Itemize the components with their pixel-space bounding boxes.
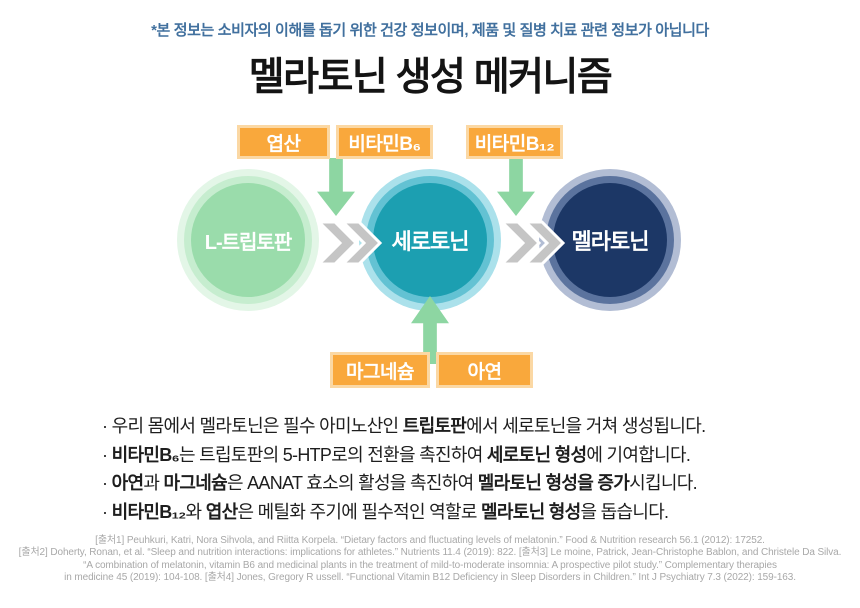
node-melatonin: 멜라토닌 xyxy=(553,183,667,297)
plain-text: 은 AANAT 효소의 활성을 촉진하여 xyxy=(226,473,478,493)
description-list: · 우리 몸에서 멜라토닌은 필수 아미노산인 트립토판에서 세로토닌을 거쳐 … xyxy=(102,412,802,526)
citation-line: in medicine 45 (2019): 104-108. [출처4] Jo… xyxy=(64,571,796,583)
citation-line: [출처1] Peuhkuri, Katri, Nora Sihvola, and… xyxy=(95,535,765,546)
bullet-line: · 비타민B₁₂와 엽산은 메틸화 주기에 필수적인 역할로 멜라토닌 형성을 … xyxy=(102,498,802,527)
plain-text: 과 xyxy=(143,473,164,493)
plain-text: 을 돕습니다. xyxy=(580,501,669,522)
nutrient-box-vitamin-b6: 비타민B₆ xyxy=(336,125,433,159)
disclaimer-text: *본 정보는 소비자의 이해를 돕기 위한 건강 정보이며, 제품 및 질병 치… xyxy=(151,22,709,39)
citation-line: [출처2] Doherty, Ronan, et al. “Sleep and … xyxy=(18,547,842,559)
citation-line: “A combination of melatonin, vitamin B6 … xyxy=(83,559,777,571)
citations: [출처1] Peuhkuri, Katri, Nora Sihvola, and… xyxy=(0,535,860,584)
emphasized-text: 아연 xyxy=(111,473,144,493)
emphasized-text: 마그네슘 xyxy=(163,473,228,493)
nutrient-box-zinc: 아연 xyxy=(436,352,533,388)
node-label: 세로토닌 xyxy=(391,229,470,254)
node-label: L-트립토판 xyxy=(204,231,292,254)
bullet-line: · 우리 몸에서 멜라토닌은 필수 아미노산인 트립토판에서 세로토닌을 거쳐 … xyxy=(102,412,802,441)
bullet-line: · 비타민B₆는 트립토판의 5-HTP로의 전환을 촉진하여 세로토닌 형성에… xyxy=(102,441,802,470)
double-chevron-icon xyxy=(499,220,566,266)
plain-text: 시킵니다. xyxy=(629,473,697,493)
arrow-down-icon xyxy=(497,158,535,216)
emphasized-text: 엽산 xyxy=(205,501,238,522)
emphasized-text: 세로토닌 형성 xyxy=(486,444,587,465)
plain-text: 와 xyxy=(185,501,206,522)
bullet-line: · 아연과 마그네슘은 AANAT 효소의 활성을 촉진하여 멜라토닌 형성을 … xyxy=(102,469,802,498)
emphasized-text: 멜라토닌 형성 xyxy=(480,501,581,522)
page-title: 멜라토닌 생성 메커니즘 xyxy=(248,56,613,99)
plain-text: 에서 세로토닌을 거쳐 생성됩니다. xyxy=(466,416,706,436)
node-l-tryptophan: L-트립토판 xyxy=(191,183,305,297)
nutrient-box-vitamin-b12: 비타민B₁₂ xyxy=(466,125,563,159)
emphasized-text: 트립토판 xyxy=(402,416,467,436)
plain-text: · xyxy=(102,501,112,522)
plain-text: · 우리 몸에서 멜라토닌은 필수 아미노산인 xyxy=(102,416,403,436)
plain-text: 에 기여합니다. xyxy=(586,444,691,465)
emphasized-text: 멜라토닌 형성을 증가 xyxy=(477,473,630,493)
emphasized-text: 비타민B₁₂ xyxy=(111,501,187,522)
node-serotonin: 세로토닌 xyxy=(373,183,487,297)
plain-text: 는 트립토판의 5-HTP로의 전환을 촉진하여 xyxy=(178,444,487,465)
arrow-down-icon xyxy=(317,158,355,216)
plain-text: · xyxy=(102,473,112,493)
nutrient-box-magnesium: 마그네슘 xyxy=(330,352,430,388)
node-label: 멜라토닌 xyxy=(571,229,650,254)
double-chevron-icon xyxy=(316,220,383,266)
emphasized-text: 비타민B₆ xyxy=(111,444,180,465)
plain-text: 은 메틸화 주기에 필수적인 역할로 xyxy=(237,501,481,522)
plain-text: · xyxy=(102,444,112,465)
nutrient-box-folate: 엽산 xyxy=(237,125,330,159)
